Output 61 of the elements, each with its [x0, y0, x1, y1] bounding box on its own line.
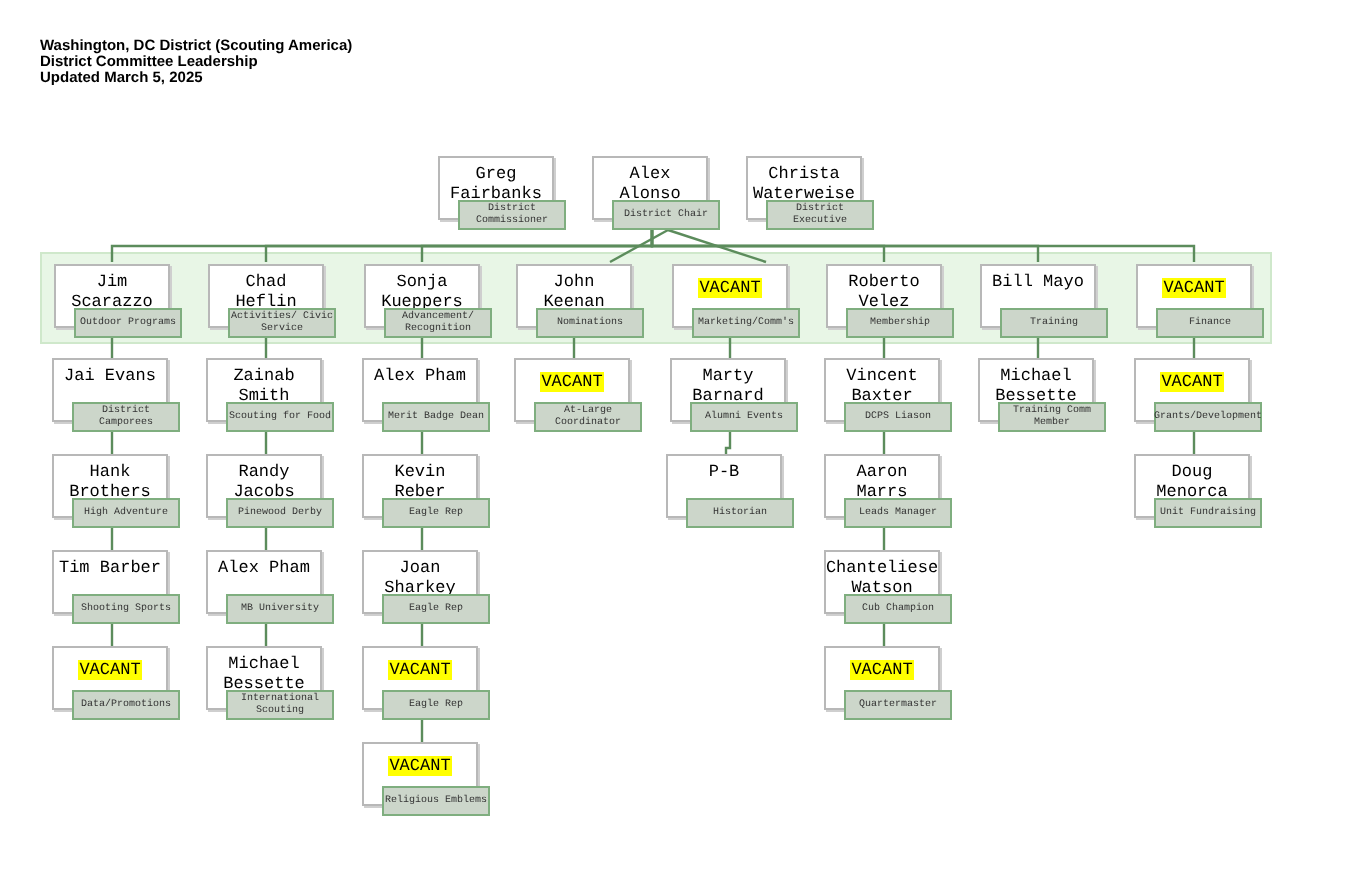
- connector-line: [420, 432, 424, 454]
- vacant-name: VACANT: [1159, 372, 1225, 392]
- connector-line: [1036, 336, 1040, 358]
- person-name: Alex Alonso: [617, 164, 683, 204]
- person-name: Alex Pham: [374, 366, 466, 386]
- person-name: Roberto Velez: [846, 272, 922, 312]
- person-name: Jai Evans: [64, 366, 156, 386]
- person-name: Christa Waterweise: [750, 164, 857, 204]
- connector-line: [609, 228, 669, 264]
- person-name: Greg Fairbanks: [448, 164, 544, 204]
- person-name: Marty Barnard: [690, 366, 766, 406]
- person-name: Aaron Marrs: [854, 462, 910, 502]
- person-name: Michael Bessette: [221, 654, 305, 694]
- person-name: Bill Mayo: [992, 272, 1084, 292]
- vacant-name: VACANT: [387, 660, 453, 680]
- person-name: Vincent Baxter: [844, 366, 920, 406]
- person-name: Kevin Reber: [392, 462, 448, 502]
- person-name: Doug Menorca: [1154, 462, 1230, 502]
- person-name: P-B: [708, 462, 740, 482]
- person-name: Alex Pham: [218, 558, 310, 578]
- person-name: Joan Sharkey: [382, 558, 458, 598]
- connector-line: [724, 432, 732, 454]
- connector-line: [110, 528, 114, 550]
- connector-line: [882, 528, 886, 550]
- connector-line: [110, 624, 114, 646]
- connector-line: [264, 336, 268, 358]
- connector-line: [882, 432, 886, 454]
- connector-line: [667, 228, 767, 264]
- vacant-name: VACANT: [697, 278, 763, 298]
- person-name: Michael Bessette: [993, 366, 1077, 406]
- person-name: Randy Jacobs: [231, 462, 297, 502]
- connector-line: [110, 432, 114, 454]
- vacant-name: VACANT: [77, 660, 143, 680]
- connector-line: [264, 528, 268, 550]
- person-name: Tim Barber: [58, 558, 161, 578]
- person-name: Chanteliese Watson: [825, 558, 939, 598]
- vacant-name: VACANT: [1161, 278, 1227, 298]
- group-band: [40, 252, 1272, 344]
- vacant-name: VACANT: [849, 660, 915, 680]
- person-name: John Keenan: [541, 272, 607, 312]
- person-name: Sonja Kueppers: [379, 272, 463, 312]
- connector-line: [420, 336, 424, 358]
- connector-line: [1192, 336, 1196, 358]
- connector-line: [264, 624, 268, 646]
- vacant-name: VACANT: [539, 372, 605, 392]
- connector-line: [420, 624, 424, 646]
- person-name: Jim Scarazzo: [69, 272, 155, 312]
- connector-line: [728, 336, 732, 358]
- connector-line: [572, 336, 576, 358]
- person-name: Hank Brothers: [67, 462, 153, 502]
- connector-line: [110, 336, 114, 358]
- connector-line: [882, 624, 886, 646]
- connector-line: [882, 336, 886, 358]
- connector-line: [264, 432, 268, 454]
- connector-line: [1192, 432, 1196, 454]
- person-name: Chad Heflin: [235, 272, 299, 312]
- vacant-name: VACANT: [387, 756, 453, 776]
- connector-line: [420, 720, 424, 742]
- person-name: Zainab Smith: [231, 366, 297, 406]
- connector-line: [420, 528, 424, 550]
- connector-line: [650, 230, 1196, 262]
